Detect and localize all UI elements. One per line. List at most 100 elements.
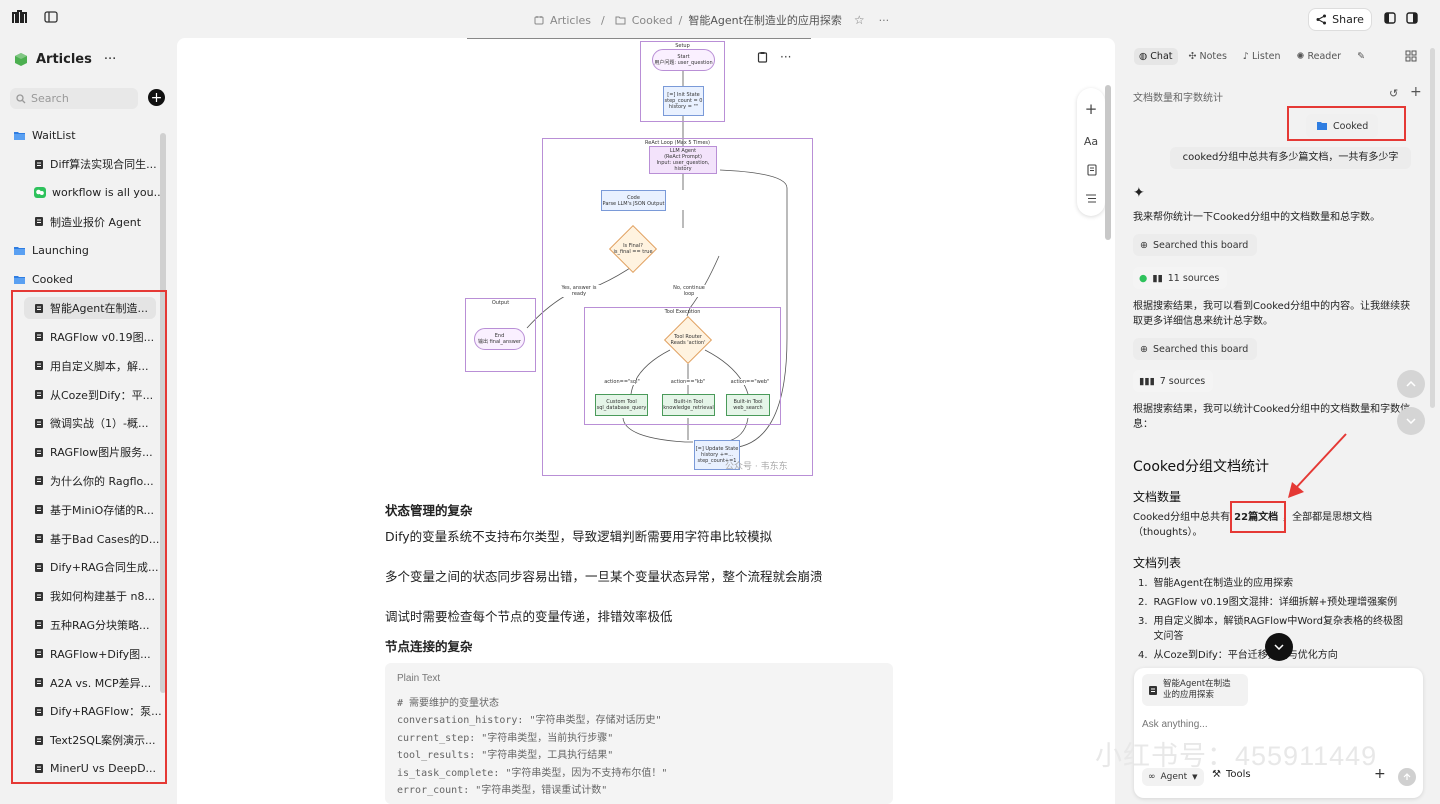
code-language-label: Plain Text xyxy=(397,673,441,684)
folder-cooked[interactable]: Cooked xyxy=(0,265,176,294)
sources-chip[interactable]: ▮▮▮7 sources xyxy=(1133,370,1214,392)
image-more-icon[interactable]: ··· xyxy=(780,50,792,64)
sidebar-toggle-icon[interactable] xyxy=(44,11,58,23)
sidebar-doc[interactable]: RAGFlow+Dify图... xyxy=(0,639,176,668)
chat-input[interactable] xyxy=(1142,714,1412,734)
folder-icon xyxy=(615,16,626,25)
list-item: 1.智能Agent在制造业的应用探索 xyxy=(1138,576,1408,591)
sidebar-doc[interactable]: 基于Bad Cases的D... xyxy=(0,524,176,553)
share-button[interactable]: Share xyxy=(1308,8,1372,31)
breadcrumb-articles[interactable]: Articles xyxy=(550,13,592,27)
count-suffix: ，全部都是思想文档（thoughts）。 xyxy=(1133,512,1373,538)
sidebar-doc[interactable]: 为什么你的 Ragflo... xyxy=(0,467,176,496)
tools-button[interactable]: ⚒Tools xyxy=(1212,769,1251,780)
ai-sparkle-icon: ✦ xyxy=(1133,185,1145,201)
update-line1: [=] Update State xyxy=(695,446,739,452)
tab-extra[interactable]: ✎ xyxy=(1352,48,1370,65)
grid-icon[interactable] xyxy=(1405,50,1417,62)
list-text: 智能Agent在制造业的应用探索 xyxy=(1153,578,1294,589)
sources-chip[interactable]: ●▮▮11 sources xyxy=(1133,267,1228,289)
breadcrumb-current[interactable]: 智能Agent在制造业的应用探索 xyxy=(688,14,842,27)
sidebar-doc[interactable]: 从Coze到Dify：平... xyxy=(0,380,176,409)
search-status-chip[interactable]: ⊕Searched this board xyxy=(1133,338,1258,360)
search-input[interactable]: Search xyxy=(10,88,138,109)
update-line2: history +=... xyxy=(701,452,733,458)
sidebar-doc-inner: RAGFlow+Dify图... xyxy=(24,643,159,665)
add-block-icon[interactable]: + xyxy=(1084,100,1098,119)
articles-cube-icon xyxy=(14,52,28,67)
add-button[interactable]: + xyxy=(148,89,165,106)
list-item: 4.从Coze到Dify：平台迁移挑战与优化方向 xyxy=(1138,648,1408,663)
sidebar-scrollbar[interactable] xyxy=(160,133,166,693)
copy-icon[interactable] xyxy=(757,50,768,64)
new-chat-icon[interactable]: + xyxy=(1410,84,1422,100)
sidebar-doc[interactable]: workflow is all you... xyxy=(0,179,176,208)
scroll-up-button[interactable] xyxy=(1397,370,1425,398)
list-text: RAGFlow v0.19图文混排：详细拆解+预处理增强案例 xyxy=(1153,597,1398,608)
sidebar-doc[interactable]: 制造业报价 Agent xyxy=(0,207,176,236)
send-button[interactable] xyxy=(1398,768,1416,786)
sidebar-doc[interactable]: 微调实战（1）-概... xyxy=(0,409,176,438)
sidebar-doc[interactable]: Dify+RAGFlow：泵... xyxy=(0,697,176,726)
layout-right-icon[interactable] xyxy=(1406,12,1418,24)
router-line2: Reads 'action' xyxy=(670,340,706,346)
sidebar-doc[interactable]: 五种RAG分块策略... xyxy=(0,611,176,640)
sidebar-doc[interactable]: A2A vs. MCP差异... xyxy=(0,668,176,697)
outline-icon[interactable] xyxy=(1085,193,1097,204)
attach-plus-icon[interactable]: + xyxy=(1374,766,1386,782)
history-icon[interactable]: ↺ xyxy=(1389,87,1399,100)
doc-label: A2A vs. MCP差异... xyxy=(50,676,152,690)
doc-label: 智能Agent在制造... xyxy=(50,302,149,316)
copy-doc-icon[interactable] xyxy=(1086,164,1097,176)
layout-left-icon[interactable] xyxy=(1384,12,1396,24)
sidebar-doc[interactable]: Text2SQL案例演示... xyxy=(0,726,176,755)
attached-doc-chip[interactable]: 智能Agent在制造业的应用探索 xyxy=(1142,674,1248,706)
tab-reader[interactable]: ✺Reader xyxy=(1291,48,1346,65)
tab-notes[interactable]: ✣Notes xyxy=(1184,48,1232,65)
sidebar-title[interactable]: Articles xyxy=(36,52,92,67)
sidebar-doc[interactable]: 智能Agent在制造... xyxy=(0,294,176,323)
tab-label: Notes xyxy=(1199,51,1227,62)
sidebar-doc[interactable]: RAGFlow v0.19图... xyxy=(0,323,176,352)
sources-count: 11 sources xyxy=(1167,272,1220,284)
agent-selector[interactable]: ∞Agent▼ xyxy=(1142,768,1204,786)
breadcrumb-cooked[interactable]: Cooked xyxy=(631,13,673,27)
t1-line2: sql_database_query xyxy=(596,405,647,411)
code-block[interactable]: Plain Text # 需要维护的变量状态 conversation_hist… xyxy=(385,663,893,804)
sidebar-doc[interactable]: MinerU vs DeepD... xyxy=(0,755,176,784)
tab-chat[interactable]: ◍Chat xyxy=(1134,48,1178,65)
app-logo-icon[interactable] xyxy=(12,10,30,24)
sidebar-doc[interactable]: 我如何构建基于 n8... xyxy=(0,582,176,611)
sidebar-doc[interactable]: 用自定义脚本，解... xyxy=(0,351,176,380)
more-icon[interactable]: ··· xyxy=(878,13,890,27)
jump-bottom-button[interactable] xyxy=(1265,633,1293,661)
doc-label: MinerU vs DeepD... xyxy=(50,762,157,776)
annotation-arrow-icon xyxy=(1288,433,1347,498)
tab-listen[interactable]: ♪Listen xyxy=(1238,48,1286,65)
folder-waitlist[interactable]: WaitList xyxy=(0,121,176,150)
sidebar-doc[interactable]: Dify+RAG合同生成... xyxy=(0,553,176,582)
sidebar-doc-inner: MinerU vs DeepD... xyxy=(24,759,164,778)
folder-launching[interactable]: Launching xyxy=(0,236,176,265)
doc-label: Dify+RAGFlow：泵... xyxy=(50,705,162,719)
chat-scrollbar[interactable] xyxy=(1430,48,1435,408)
reader-icon: ✺ xyxy=(1296,51,1305,62)
doc-label: Diff算法实现合同生... xyxy=(50,158,157,172)
code-line: tool_results: "字符串类型，工具执行结果" xyxy=(397,750,614,761)
document-scrollbar[interactable] xyxy=(1105,85,1111,240)
scroll-down-button[interactable] xyxy=(1397,407,1425,435)
sidebar-doc[interactable]: RAGFlow图片服务... xyxy=(0,438,176,467)
code-line2: Parse LLM's JSON Output xyxy=(602,200,665,207)
sidebar-doc[interactable]: 基于MiniO存储的R... xyxy=(0,495,176,524)
document-icon xyxy=(34,677,44,688)
star-icon[interactable]: ☆ xyxy=(853,13,865,27)
sidebar-doc[interactable]: Diff算法实现合同生... xyxy=(0,150,176,179)
image-toolbar: ··· xyxy=(757,50,791,64)
font-button[interactable]: Aa xyxy=(1083,134,1099,148)
output-title: Output xyxy=(491,300,510,306)
search-status-chip[interactable]: ⊕Searched this board xyxy=(1133,234,1258,256)
mention-chip[interactable]: Cooked xyxy=(1306,114,1379,138)
sidebar-more-icon[interactable]: ··· xyxy=(103,52,117,67)
